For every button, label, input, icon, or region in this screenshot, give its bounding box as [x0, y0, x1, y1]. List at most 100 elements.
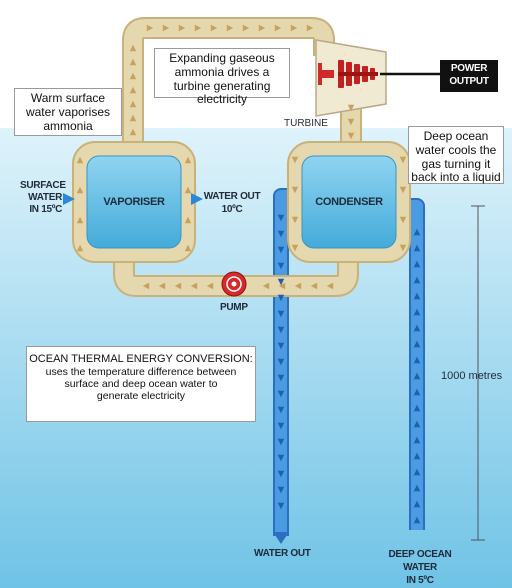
- flow-arrow-icon: [158, 282, 166, 290]
- flow-arrow-icon: [129, 114, 137, 122]
- flow-arrow-icon: [306, 24, 314, 32]
- title-callout: OCEAN THERMAL ENERGY CONVERSION: uses th…: [26, 346, 256, 422]
- flow-arrow-icon: [310, 282, 318, 290]
- pump-label: PUMP: [220, 302, 248, 313]
- flow-arrow-icon: [413, 468, 421, 476]
- flow-arrow-icon: [277, 262, 285, 270]
- flow-arrow-icon: [413, 388, 421, 396]
- cool-note: Deep ocean water cools the gas turning i…: [408, 126, 504, 184]
- flow-arrow-icon: [277, 326, 285, 334]
- flow-arrow-icon: [129, 100, 137, 108]
- flow-arrow-icon: [76, 216, 84, 224]
- flow-arrow-icon: [413, 500, 421, 508]
- flow-arrow-icon: [184, 186, 192, 194]
- flow-arrow-icon: [277, 390, 285, 398]
- flow-arrow-icon: [291, 186, 299, 194]
- flow-arrow-icon: [277, 422, 285, 430]
- flow-arrow-icon: [174, 282, 182, 290]
- flow-arrow-icon: [194, 24, 202, 32]
- flow-arrow-icon: [290, 24, 298, 32]
- flow-arrow-icon: [294, 282, 302, 290]
- power-output-label: POWER OUTPUT: [440, 62, 498, 88]
- surface-water-label-line1: SURFACE: [20, 180, 66, 191]
- flow-arrow-icon: [129, 72, 137, 80]
- flow-arrow-icon: [277, 406, 285, 414]
- flow-arrow-icon: [413, 356, 421, 364]
- surface-water-label-line3: IN 15ºC: [29, 204, 62, 215]
- title: OCEAN THERMAL ENERGY CONVERSION:: [29, 353, 253, 365]
- vaporiser-label: VAPORISER: [103, 196, 165, 208]
- power-output-line2: OUTPUT: [449, 76, 489, 87]
- flow-arrow-icon: [277, 310, 285, 318]
- flow-arrow-icon: [413, 420, 421, 428]
- depth-scale: [471, 205, 485, 541]
- flow-arrow-icon: [399, 244, 407, 252]
- flow-arrow-icon: [76, 156, 84, 164]
- flow-arrow-icon: [277, 294, 285, 302]
- flow-arrow-icon: [277, 470, 285, 478]
- flow-arrow-icon: [206, 282, 214, 290]
- flow-arrow-icon: [413, 340, 421, 348]
- flow-arrow-icon: [413, 276, 421, 284]
- flow-arrow-icon: [413, 436, 421, 444]
- flow-arrow-icon: [413, 484, 421, 492]
- vaporiser: [72, 141, 196, 263]
- flow-arrow-icon: [129, 128, 137, 136]
- flow-arrow-icon: [326, 282, 334, 290]
- surface-water-label: SURFACE WATER IN 15ºC: [20, 180, 66, 216]
- flow-arrow-icon: [278, 282, 286, 290]
- flow-arrow-icon: [76, 244, 84, 252]
- turbine-note: Expanding gaseous ammonia drives a turbi…: [154, 48, 290, 106]
- flow-arrows: [76, 24, 421, 524]
- flow-arrow-icon: [413, 452, 421, 460]
- flow-arrow-icon: [277, 438, 285, 446]
- flow-arrow-icon: [347, 104, 355, 112]
- flow-arrow-icon: [413, 228, 421, 236]
- flow-arrow-icon: [146, 24, 154, 32]
- condenser: [287, 141, 411, 263]
- flow-arrow-icon: [184, 156, 192, 164]
- deep-water-line2: IN 5ºC: [406, 575, 434, 586]
- flow-arrow-icon: [413, 404, 421, 412]
- flow-arrow-icon: [399, 186, 407, 194]
- flow-arrow-icon: [291, 244, 299, 252]
- flow-arrow-icon: [242, 24, 250, 32]
- flow-arrow-icon: [413, 372, 421, 380]
- flow-arrow-icon: [413, 292, 421, 300]
- flow-arrow-icon: [277, 230, 285, 238]
- outlet-arrow-icon: [273, 532, 289, 544]
- flow-arrow-icon: [142, 282, 150, 290]
- flow-arrow-icon: [274, 24, 282, 32]
- flow-arrow-icon: [277, 374, 285, 382]
- water-out-top-line1: WATER OUT: [203, 191, 261, 202]
- flow-arrow-icon: [277, 358, 285, 366]
- flow-arrow-icon: [277, 502, 285, 510]
- pump-icon: [221, 271, 247, 297]
- flow-arrow-icon: [413, 244, 421, 252]
- flow-arrow-icon: [129, 44, 137, 52]
- flow-arrow-icon: [76, 186, 84, 194]
- water-out-top-line2: 10ºC: [221, 204, 243, 215]
- surface-water-label-line2: WATER: [28, 192, 62, 203]
- title-body: uses the temperature difference between …: [45, 365, 237, 402]
- power-output-line1: POWER: [450, 63, 488, 74]
- flow-arrow-icon: [210, 24, 218, 32]
- flow-arrow-icon: [277, 246, 285, 254]
- flow-arrow-icon: [178, 24, 186, 32]
- vaporise-note: Warm surface water vaporises ammonia: [14, 88, 122, 136]
- flow-arrow-icon: [413, 516, 421, 524]
- flow-arrow-icon: [129, 86, 137, 94]
- flow-arrow-icon: [277, 486, 285, 494]
- flow-arrow-icon: [399, 156, 407, 164]
- flow-arrow-icon: [413, 324, 421, 332]
- flow-arrow-icon: [277, 342, 285, 350]
- depth-label: 1000 metres: [441, 370, 503, 382]
- flow-arrow-icon: [262, 282, 270, 290]
- flow-arrow-icon: [129, 58, 137, 66]
- condenser-label: CONDENSER: [315, 196, 383, 208]
- deep-water-label: DEEP OCEAN WATER IN 5ºC: [372, 548, 468, 587]
- flow-arrow-icon: [347, 132, 355, 140]
- flow-arrow-icon: [226, 24, 234, 32]
